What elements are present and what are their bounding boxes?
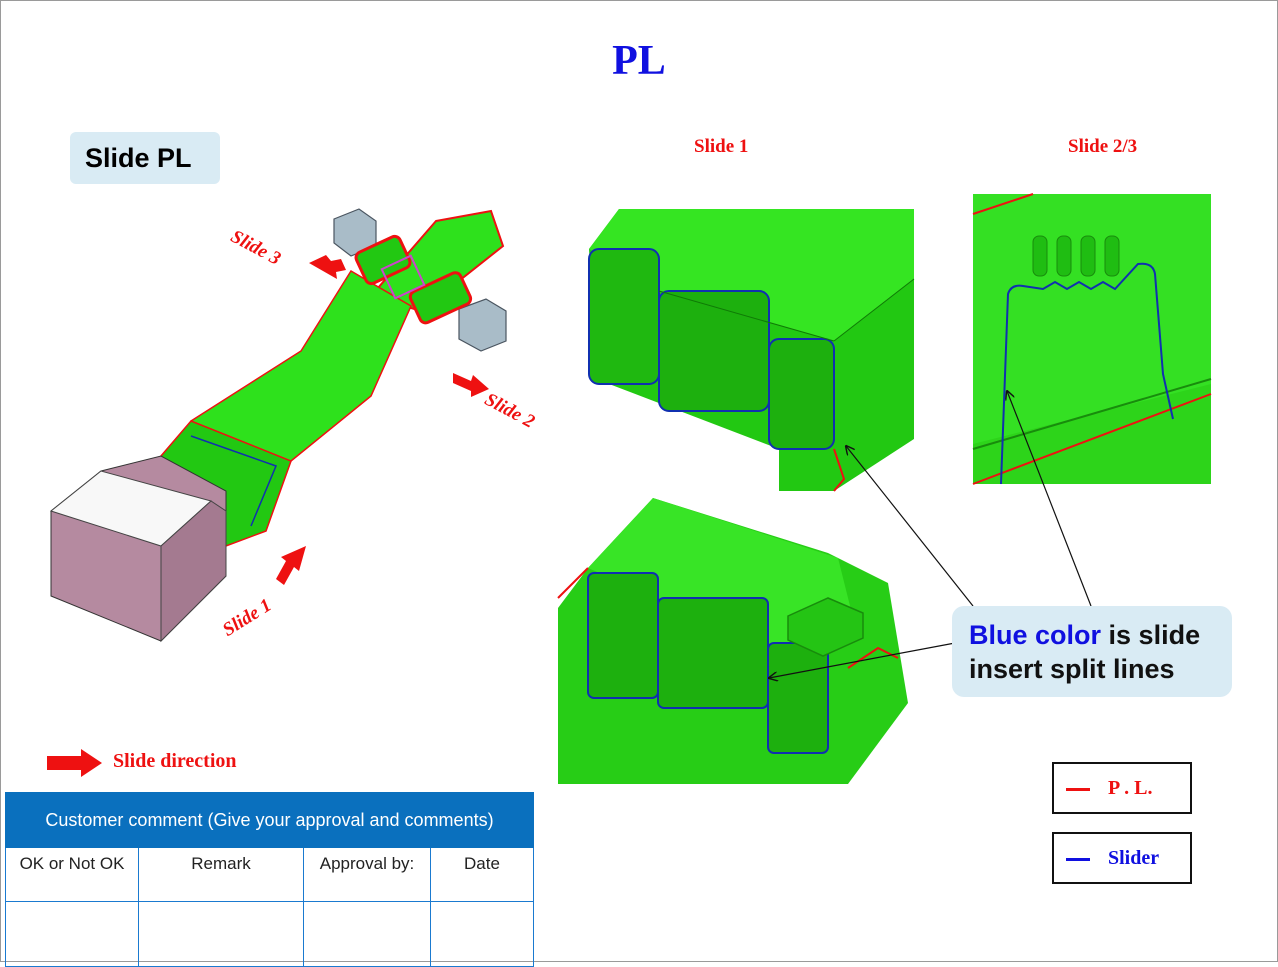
col-remark: Remark bbox=[138, 847, 304, 902]
slide1-view-title: Slide 1 bbox=[694, 136, 749, 157]
callout-highlight: Blue color bbox=[969, 620, 1102, 650]
cell-approval-input[interactable] bbox=[303, 901, 431, 967]
col-date: Date bbox=[430, 847, 534, 902]
legend-pl: P . L. bbox=[1052, 762, 1192, 814]
slide23-view-image bbox=[972, 193, 1212, 485]
customer-comment-table: Customer comment (Give your approval and… bbox=[5, 792, 534, 967]
legend-slider: Slider bbox=[1052, 832, 1192, 884]
slide-pl-badge: Slide PL bbox=[70, 132, 220, 184]
split-lines-callout: Blue color is slide insert split lines bbox=[952, 606, 1232, 697]
cell-ok-input[interactable] bbox=[5, 901, 139, 967]
customer-comment-header: Customer comment (Give your approval and… bbox=[5, 792, 534, 848]
slider-legend-label: Slider bbox=[1108, 847, 1160, 869]
slide23-view-title: Slide 2/3 bbox=[1068, 136, 1138, 157]
col-approval-by: Approval by: bbox=[303, 847, 431, 902]
cell-date-input[interactable] bbox=[430, 901, 534, 967]
slider-line-swatch bbox=[1066, 858, 1090, 861]
part-isometric-image bbox=[49, 208, 507, 643]
callout-text: is slide insert split lines bbox=[969, 620, 1201, 684]
slide-direction-label: Slide direction bbox=[113, 750, 237, 772]
slide1-view-image bbox=[584, 209, 915, 492]
callout-leader-arrows bbox=[741, 381, 1092, 681]
pl-line-swatch bbox=[1066, 788, 1090, 791]
slide-direction-arrow-icon bbox=[47, 749, 102, 777]
cell-remark-input[interactable] bbox=[138, 901, 304, 967]
slide1-bottom-view-image bbox=[557, 498, 908, 784]
col-ok-or-not-ok: OK or Not OK bbox=[5, 847, 139, 902]
pl-legend-label: P . L. bbox=[1108, 777, 1153, 799]
page-title: PL bbox=[612, 38, 666, 84]
